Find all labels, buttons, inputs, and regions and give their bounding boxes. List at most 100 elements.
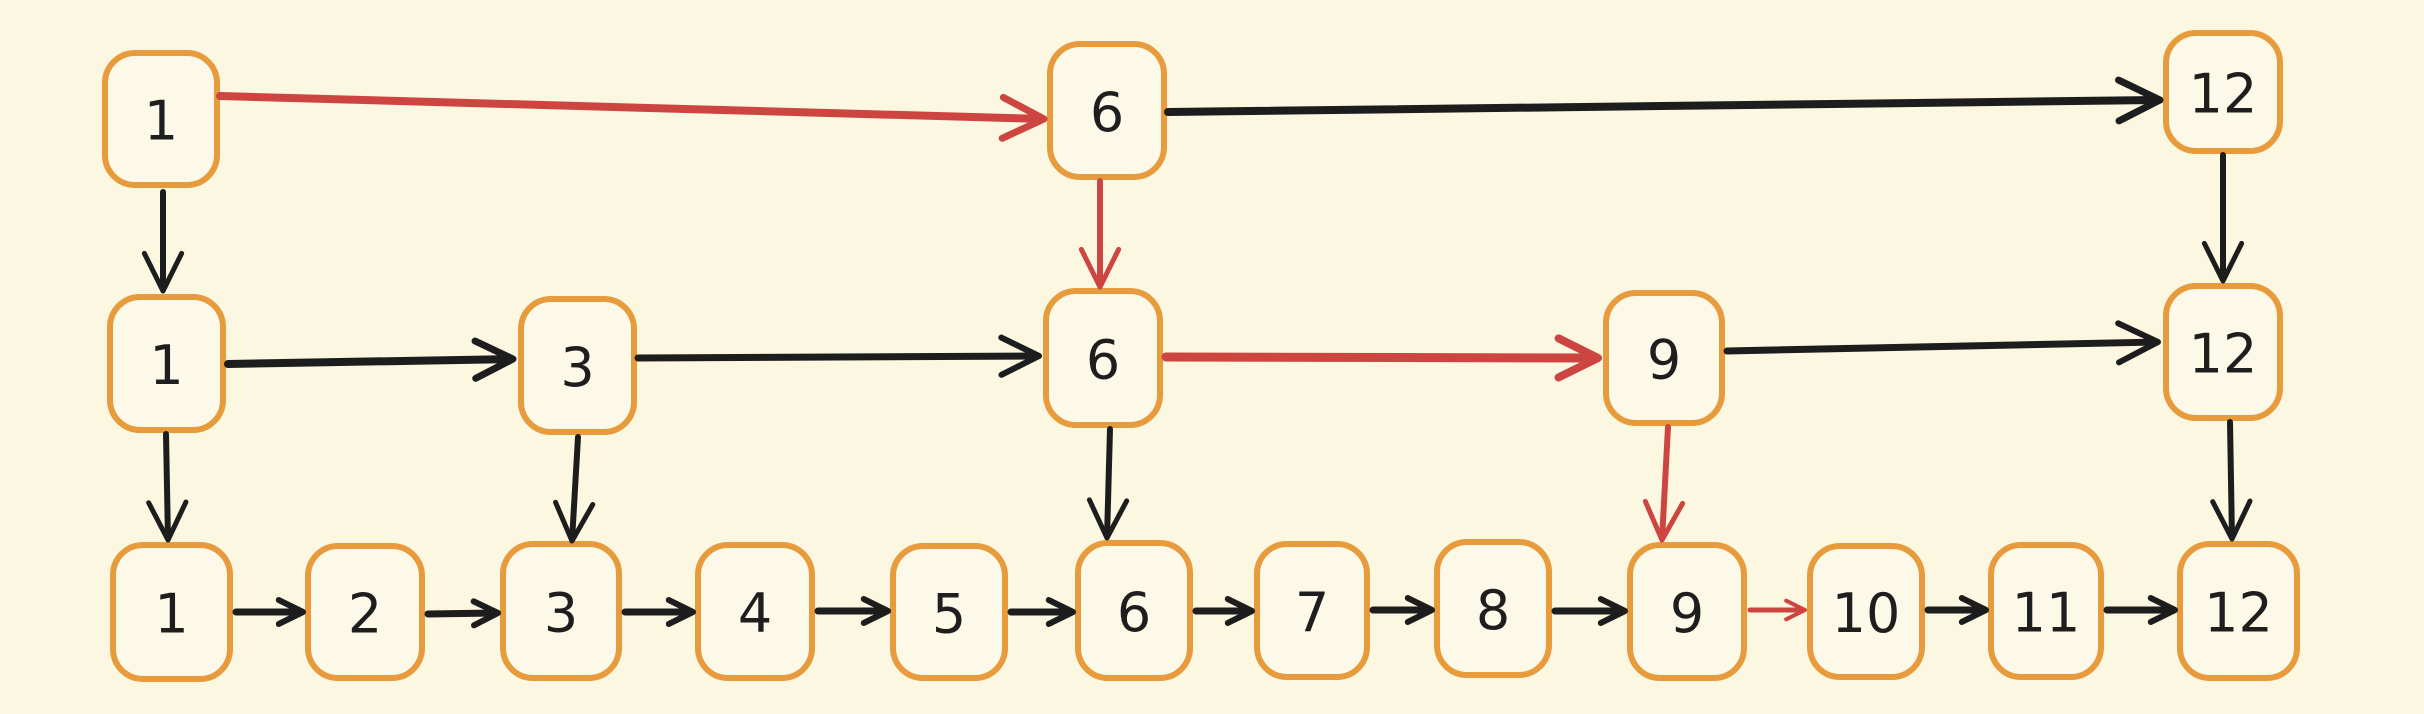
edge-top-12-to-mid-12 bbox=[2201, 152, 2245, 284]
arrowhead-icon bbox=[553, 499, 596, 544]
arrowhead-icon bbox=[470, 598, 501, 629]
node-box bbox=[500, 541, 622, 681]
edge-bot-5-to-bot-6 bbox=[1007, 597, 1076, 627]
node-box bbox=[1434, 539, 1552, 678]
node-bot-6: 6 bbox=[1075, 540, 1193, 681]
node-box bbox=[2163, 283, 2283, 421]
node-box bbox=[1047, 41, 1167, 180]
arrowhead-icon bbox=[471, 337, 517, 382]
node-label: 3 bbox=[560, 336, 594, 399]
arrowhead-icon bbox=[998, 334, 1042, 378]
arrowhead-icon bbox=[1597, 596, 1628, 626]
node-top-6: 6 bbox=[1047, 41, 1167, 180]
node-label: 12 bbox=[2204, 582, 2273, 645]
edge-bot-10-to-bot-11 bbox=[1924, 595, 1989, 625]
edge-bot-4-to-bot-5 bbox=[814, 596, 891, 626]
node-mid-6: 6 bbox=[1043, 288, 1163, 428]
node-box bbox=[1988, 542, 2104, 680]
node-label: 12 bbox=[2189, 63, 2258, 126]
edge-line bbox=[1161, 352, 1600, 363]
edge-top-6-to-top-12 bbox=[1164, 76, 2164, 125]
node-box bbox=[2177, 541, 2300, 681]
edge-mid-12-to-bot-12 bbox=[2210, 419, 2253, 542]
node-label: 9 bbox=[1670, 582, 1704, 645]
node-box bbox=[1254, 541, 1370, 680]
node-box bbox=[110, 542, 233, 682]
edge-line bbox=[224, 355, 514, 368]
edge-bot-11-to-bot-12 bbox=[2103, 595, 2178, 625]
node-bot-2: 2 bbox=[305, 543, 425, 681]
edge-bot-6-to-bot-7 bbox=[1192, 596, 1255, 626]
edge-line bbox=[1723, 338, 2159, 355]
arrowhead-icon bbox=[2115, 320, 2161, 366]
arrowhead-icon bbox=[1642, 498, 1686, 543]
edge-mid-9-to-mid-12 bbox=[1723, 320, 2161, 366]
node-bot-3: 3 bbox=[500, 541, 622, 681]
node-label: 1 bbox=[154, 583, 188, 646]
arrowhead-icon bbox=[665, 597, 696, 627]
node-mid-12: 12 bbox=[2163, 283, 2283, 421]
arrowhead-icon bbox=[1554, 334, 1602, 382]
edge-top-1-to-top-6-highlighted bbox=[216, 92, 1048, 142]
node-label: 8 bbox=[1476, 579, 1510, 642]
node-box bbox=[518, 296, 637, 435]
node-label: 5 bbox=[932, 583, 966, 646]
edge-mid-6-to-bot-6 bbox=[1086, 426, 1130, 541]
edge-bot-3-to-bot-4 bbox=[621, 597, 696, 627]
node-box bbox=[1807, 543, 1925, 680]
node-mid-1: 1 bbox=[107, 294, 226, 433]
node-label: 2 bbox=[348, 583, 382, 646]
edge-mid-1-to-mid-3 bbox=[224, 337, 517, 382]
arrowhead-icon bbox=[1078, 246, 1122, 290]
edge-bot-1-to-bot-2 bbox=[232, 597, 306, 627]
node-box bbox=[102, 50, 220, 188]
node-box bbox=[1603, 290, 1725, 426]
arrowhead-icon bbox=[2201, 240, 2245, 284]
node-top-12: 12 bbox=[2163, 30, 2283, 154]
edge-bot-2-to-bot-3 bbox=[424, 598, 501, 629]
node-bot-4: 4 bbox=[695, 542, 815, 681]
node-box bbox=[305, 543, 425, 681]
arrowhead-icon bbox=[141, 250, 185, 294]
node-label: 12 bbox=[2189, 323, 2258, 386]
arrowhead-icon bbox=[1045, 597, 1076, 627]
node-mid-3: 3 bbox=[518, 296, 637, 435]
edge-top-6-to-mid-6-highlighted bbox=[1078, 178, 1122, 290]
edge-top-1-to-mid-1 bbox=[141, 189, 185, 294]
node-label: 10 bbox=[1832, 582, 1901, 645]
edge-line bbox=[2227, 419, 2235, 539]
edge-line bbox=[163, 431, 171, 541]
arrowhead-icon bbox=[2210, 498, 2253, 542]
node-box bbox=[1043, 288, 1163, 428]
arrowhead-icon bbox=[2115, 76, 2164, 125]
node-label: 6 bbox=[1090, 81, 1124, 144]
arrowhead-icon bbox=[1958, 595, 1989, 625]
node-bot-12: 12 bbox=[2177, 541, 2300, 681]
arrowhead-icon bbox=[1224, 596, 1255, 626]
arrowhead-icon bbox=[275, 597, 306, 627]
node-box bbox=[890, 543, 1008, 681]
node-box bbox=[695, 542, 815, 681]
edge-bot-8-to-bot-9 bbox=[1551, 596, 1628, 626]
edge-bot-7-to-bot-8 bbox=[1369, 595, 1435, 625]
edge-line bbox=[216, 92, 1045, 123]
arrowhead-icon bbox=[1784, 598, 1807, 622]
arrowhead-icon bbox=[860, 596, 891, 626]
edge-line bbox=[1164, 96, 2161, 116]
node-label: 1 bbox=[144, 90, 178, 153]
arrowhead-icon bbox=[1086, 497, 1130, 541]
node-box bbox=[2163, 30, 2283, 154]
node-bot-8: 8 bbox=[1434, 539, 1552, 678]
node-box bbox=[1075, 540, 1193, 681]
node-bot-1: 1 bbox=[110, 542, 233, 682]
node-box bbox=[107, 294, 226, 433]
node-label: 6 bbox=[1086, 329, 1120, 392]
node-label: 3 bbox=[544, 582, 578, 645]
edge-line bbox=[424, 609, 499, 618]
arrowhead-icon bbox=[146, 499, 189, 543]
node-label: 9 bbox=[1647, 329, 1681, 392]
arrowhead-icon bbox=[1404, 595, 1435, 625]
node-bot-9: 9 bbox=[1627, 542, 1747, 681]
node-bot-7: 7 bbox=[1254, 541, 1370, 680]
